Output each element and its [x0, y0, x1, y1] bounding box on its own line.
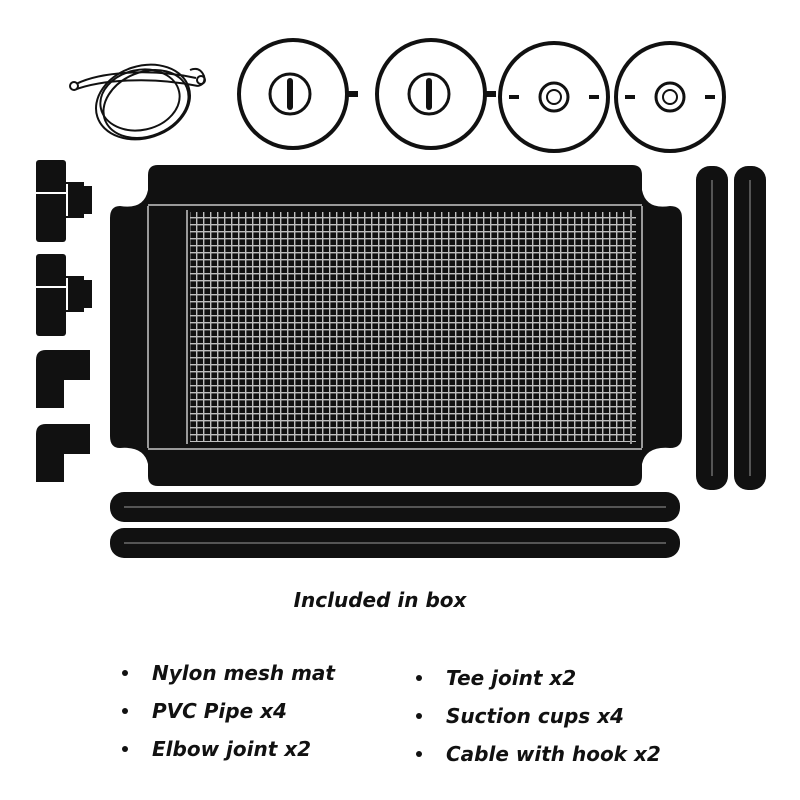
suction-cup-image	[614, 41, 726, 153]
bullet-icon	[122, 746, 128, 752]
list-item: Suction cups x4	[412, 697, 661, 735]
item-label: Cable with hook x2	[446, 742, 661, 766]
suction-cup-image	[237, 38, 358, 150]
bullet-icon	[416, 713, 422, 719]
item-label: Elbow joint x2	[152, 737, 312, 761]
elbow-joint-image	[36, 424, 90, 482]
elbow-joint-image	[36, 350, 90, 408]
included-in-box-heading: Included in box	[293, 588, 467, 612]
bullet-icon	[416, 751, 422, 757]
included-items-list-left: Nylon mesh mat PVC Pipe x4 Elbow joint x…	[118, 654, 335, 768]
suction-cup-image	[498, 41, 610, 153]
item-label: Tee joint x2	[446, 666, 577, 690]
list-item: Cable with hook x2	[412, 735, 661, 773]
bullet-icon	[416, 675, 422, 681]
suction-cup-image	[375, 38, 496, 150]
pvc-pipe-image	[110, 528, 680, 558]
item-label: Nylon mesh mat	[152, 661, 335, 685]
included-items-list-right: Tee joint x2 Suction cups x4 Cable with …	[412, 659, 661, 773]
product-parts-illustration	[36, 38, 766, 558]
pvc-pipe-image	[110, 492, 680, 522]
list-item: PVC Pipe x4	[118, 692, 335, 730]
item-label: PVC Pipe x4	[152, 699, 287, 723]
tee-joint-image	[36, 254, 92, 336]
list-item: Tee joint x2	[412, 659, 661, 697]
item-label: Suction cups x4	[446, 704, 624, 728]
list-item: Nylon mesh mat	[118, 654, 335, 692]
tee-joint-image	[36, 160, 92, 242]
nylon-mesh-mat-image	[110, 165, 682, 486]
pvc-pipe-image	[696, 166, 728, 490]
pvc-pipe-image	[734, 166, 766, 490]
cable-with-hook-image	[69, 63, 206, 141]
list-item: Elbow joint x2	[118, 730, 335, 768]
bullet-icon	[122, 708, 128, 714]
bullet-icon	[122, 670, 128, 676]
